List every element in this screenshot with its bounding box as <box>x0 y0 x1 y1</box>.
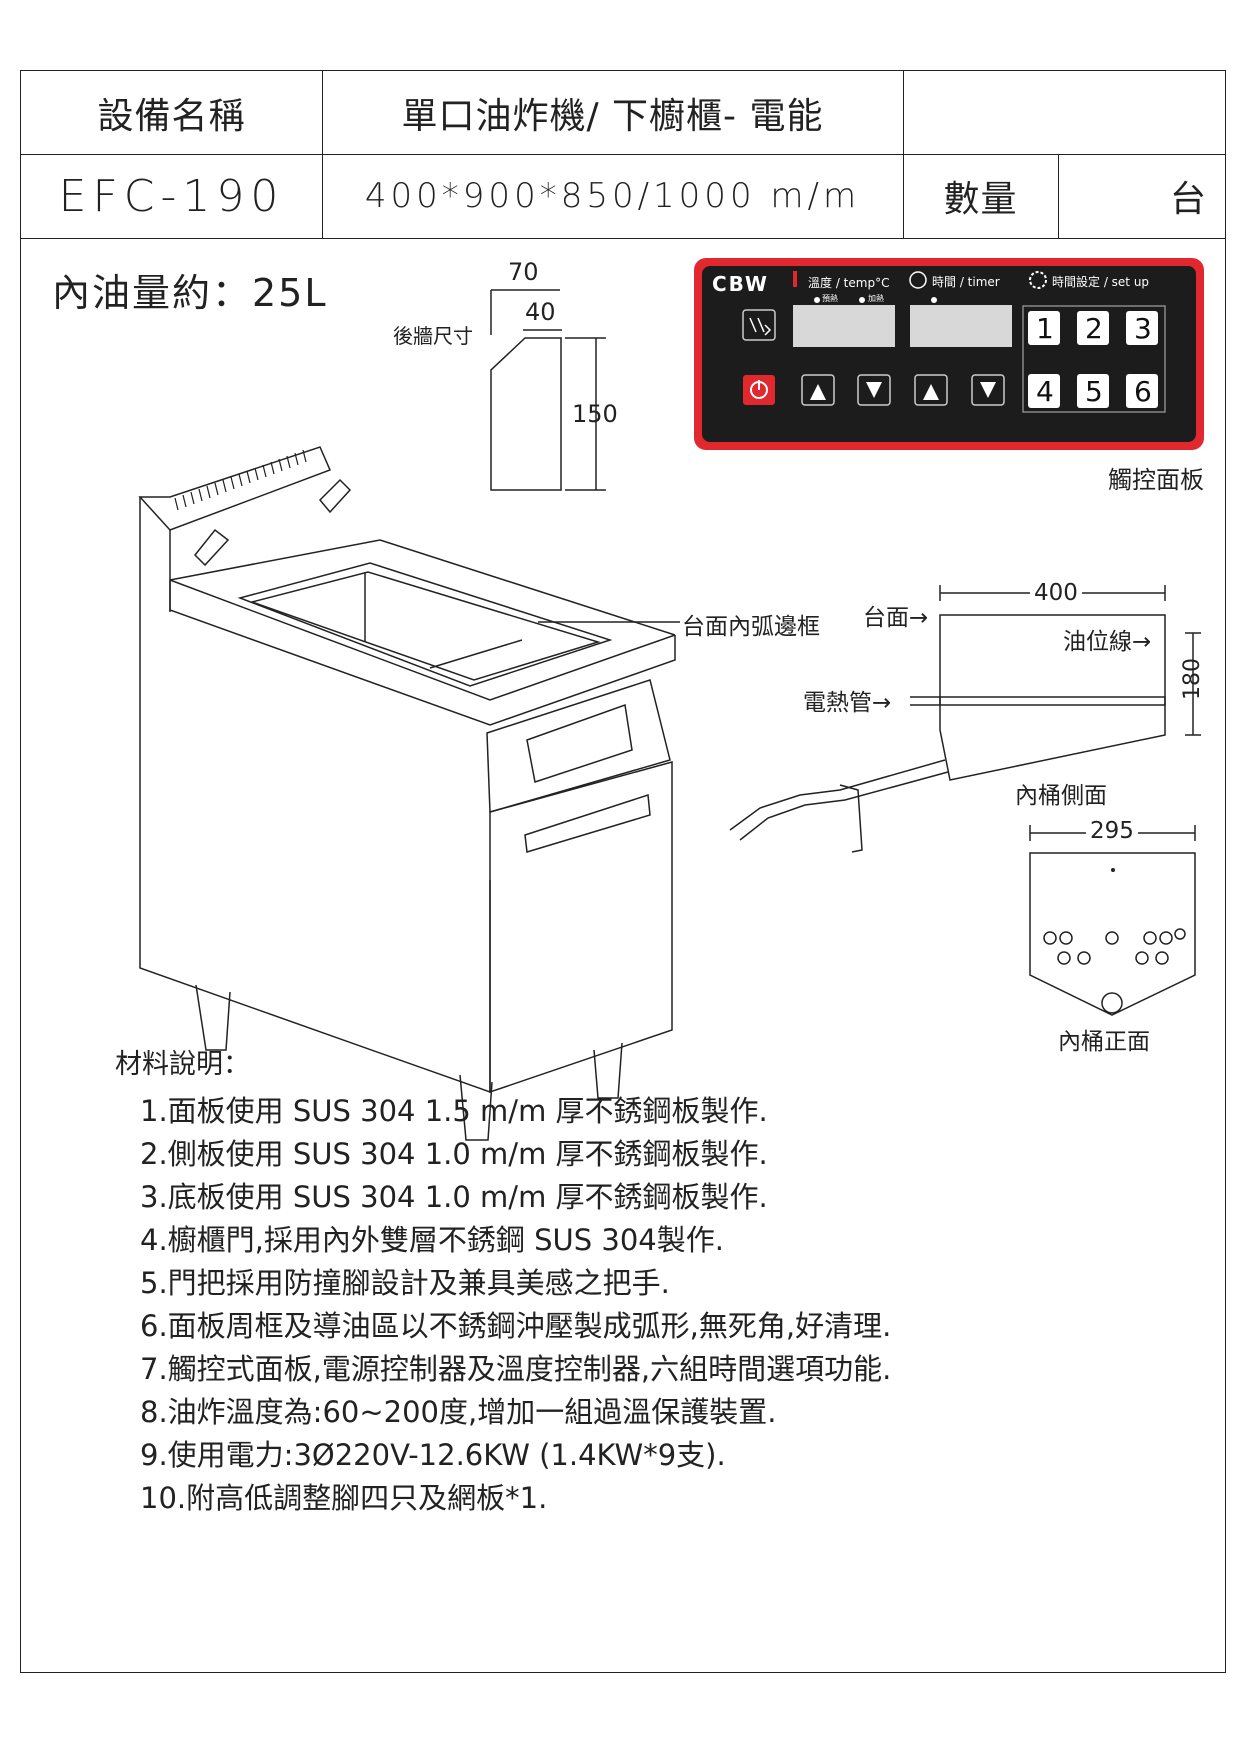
materials-list: 1.面板使用 SUS 304 1.5 m/m 厚不銹鋼板製作. 2.側板使用 S… <box>140 1090 1200 1520</box>
width-dim: 400 <box>1030 580 1082 606</box>
temp-down-button <box>857 374 891 406</box>
heat-label: 加熱 <box>868 294 884 303</box>
tank-front-view <box>1029 852 1196 1016</box>
list-item: 7.觸控式面板,電源控制器及溫度控制器,六組時間選項功能. <box>140 1352 892 1386</box>
list-item: 9.使用電力:3Ø220V-12.6KW (1.4KW*9支). <box>140 1438 726 1472</box>
temp-label: 溫度 / temp°C <box>808 276 890 290</box>
oil-capacity: 內油量約：25L <box>52 271 328 315</box>
key-4-label[interactable]: 4 <box>1036 375 1054 408</box>
control-panel-caption: 觸控面板 <box>1108 466 1204 494</box>
list-item: 2.側板使用 SUS 304 1.0 m/m 厚不銹鋼板製作. <box>140 1137 768 1171</box>
timer-up-button <box>914 374 948 406</box>
fryer-well <box>237 562 613 687</box>
heater-callout: 電熱管→ <box>803 690 892 716</box>
list-item: 4.櫥櫃門,採用內外雙層不銹鋼 SUS 304製作. <box>140 1223 724 1257</box>
timer-down-button <box>971 374 1005 406</box>
backsplash <box>138 446 332 531</box>
materials-title: 材料說明： <box>115 1049 250 1080</box>
side-view-caption: 內桶側面 <box>1015 783 1107 809</box>
back-wall-dim-height: 150 <box>572 400 618 428</box>
back-wall-dim-top: 70 <box>508 258 539 286</box>
list-item: 3.底板使用 SUS 304 1.0 m/m 厚不銹鋼板製作. <box>140 1180 768 1214</box>
gear-icon <box>1029 271 1047 289</box>
list-item: 1.面板使用 SUS 304 1.5 m/m 厚不銹鋼板製作. <box>140 1094 768 1128</box>
equipment-label: 設備名稱 <box>97 95 246 137</box>
key-3-label[interactable]: 3 <box>1134 312 1152 345</box>
front-view-caption: 內桶正面 <box>1058 1029 1150 1055</box>
clock-icon <box>909 271 927 289</box>
back-wall-dim-inner: 40 <box>525 298 556 326</box>
cabinet-fascia <box>486 679 671 813</box>
back-wall-label: 後牆尺寸 <box>393 324 473 348</box>
oil-line-callout: 油位線→ <box>1063 629 1152 655</box>
key-1-label[interactable]: 1 <box>1036 312 1054 345</box>
counter-callout: 台面→ <box>863 605 929 631</box>
list-item: 6.面板周框及導油區以不銹鋼沖壓製成弧形,無死角,好清理. <box>140 1309 892 1343</box>
list-item: 10.附高低調整腳四只及網板*1. <box>140 1481 548 1515</box>
list-item: 8.油炸溫度為:60~200度,增加一組過溫保護裝置. <box>140 1395 777 1429</box>
timer-label: 時間 / timer <box>932 275 1000 289</box>
cabinet-door <box>489 761 673 1094</box>
worktop-front-edge <box>169 579 676 701</box>
model-number: EFC-190 <box>58 170 285 222</box>
equipment-name: 單口油炸機/ 下櫥櫃- 電能 <box>401 95 824 137</box>
key-6 <box>1126 374 1158 408</box>
key-2 <box>1077 311 1109 345</box>
drawing-sheet: 設備名稱 單口油炸機/ 下櫥櫃- 電能 EFC-190 400*900*850/… <box>20 70 1226 1673</box>
table-row-divider <box>21 238 1225 239</box>
setup-label: 時間設定 / set up <box>1052 275 1150 289</box>
thermometer-icon <box>793 271 797 287</box>
unit: 台 <box>1169 179 1207 220</box>
table-col-divider <box>903 71 904 238</box>
front-width-dim: 295 <box>1086 818 1138 844</box>
quantity-label: 數量 <box>943 179 1018 220</box>
timer-display <box>910 305 1012 347</box>
preheat-label: 預熱 <box>822 294 838 303</box>
key-5-label[interactable]: 5 <box>1085 375 1103 408</box>
door-handle <box>524 793 651 853</box>
brand-logo: CBW <box>712 272 769 296</box>
key-1 <box>1028 311 1060 345</box>
worktop-back-edge <box>169 539 676 636</box>
rim-callout: 台面內弧邊框 <box>682 614 820 640</box>
key-2-label[interactable]: 2 <box>1085 312 1103 345</box>
dimensions: 400*900*850/1000 m/m <box>364 176 861 216</box>
key-3 <box>1126 311 1158 345</box>
drain-pipe <box>729 759 946 831</box>
table-col-divider <box>1058 154 1059 238</box>
key-4 <box>1028 374 1060 408</box>
temp-display <box>793 305 895 347</box>
key-5 <box>1077 374 1109 408</box>
table-row-divider <box>21 154 1225 155</box>
keypad-frame <box>1022 305 1166 413</box>
table-col-divider <box>322 71 323 238</box>
control-panel-face <box>702 266 1196 442</box>
depth-dim: 180 <box>1180 658 1205 700</box>
temp-up-button <box>801 374 835 406</box>
tank-side-view <box>939 614 1166 781</box>
key-6-label[interactable]: 6 <box>1134 375 1152 408</box>
heater-tube <box>939 696 1166 706</box>
fry-mode-button <box>742 309 776 341</box>
back-wall-profile <box>490 337 562 491</box>
list-item: 5.門把採用防撞腳設計及兼具美感之把手. <box>140 1266 670 1300</box>
